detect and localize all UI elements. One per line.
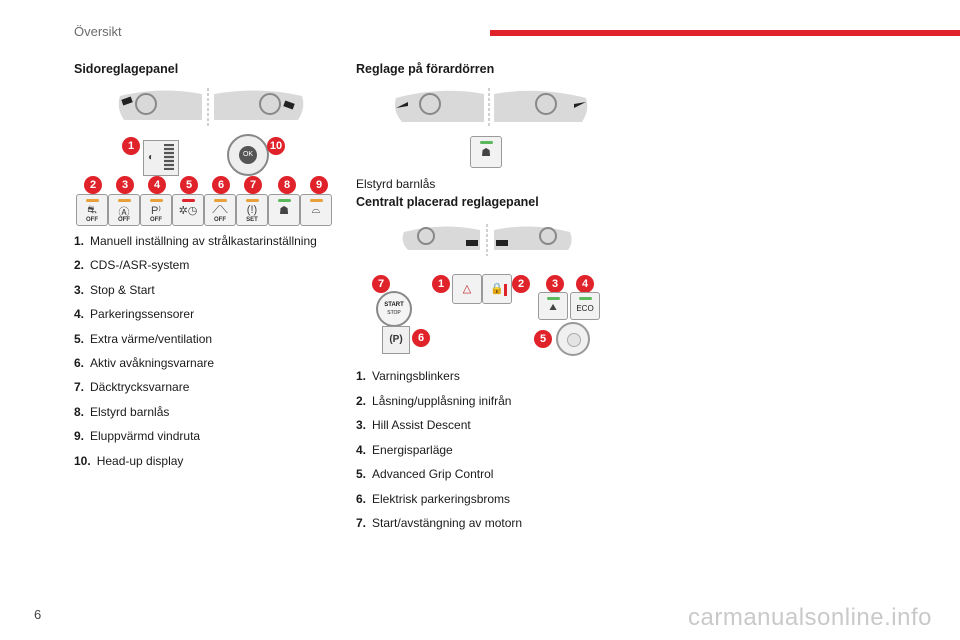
badge-6-central: 6 (412, 329, 430, 347)
hill-descent-button[interactable]: ⛰ (538, 292, 568, 320)
list-item: 1.Varningsblinkers (356, 369, 460, 383)
side-panel-list: 1.Manuell inställning av strålkastarinst… (74, 233, 344, 477)
list-item: 2.CDS-/ASR-system (74, 258, 190, 273)
dashboard-illustration-door (394, 88, 588, 128)
list-item: 3.Stop & Start (74, 282, 155, 297)
badge-1-central: 1 (432, 275, 450, 293)
hazard-button[interactable]: △ (452, 274, 482, 304)
badge-7-central: 7 (372, 275, 390, 293)
child-lock-icon: ☗ (481, 147, 491, 159)
child-lock-button[interactable]: ☗ (268, 194, 300, 226)
list-item: 7.Däcktrycksvarnare (74, 380, 190, 395)
central-panel-list: 1.Varningsblinkers 2.Låsning/upplåsning … (356, 368, 646, 540)
section-heading-central-panel: Centralt placerad reglagepanel (356, 195, 539, 209)
heating-timer-icon: ✲◷ (178, 205, 198, 217)
stop-start-button[interactable]: Ⓐ OFF (108, 194, 140, 226)
grip-control-dial[interactable] (556, 322, 590, 356)
badge-5-central: 5 (534, 330, 552, 348)
headlamp-adjuster: ◐ (143, 140, 179, 176)
start-stop-button[interactable]: START STOP (376, 291, 412, 327)
dashboard-illustration-side (118, 88, 304, 126)
list-item: 5.Advanced Grip Control (356, 467, 494, 481)
header-accent-bar (490, 30, 960, 36)
lane-departure-icon: ⟋⟍ (212, 204, 228, 216)
list-item: 2.Låsning/upplåsning inifrån (356, 393, 512, 408)
badge-2: 2 (84, 176, 102, 194)
list-item: 5.Extra värme/ventilation (74, 331, 213, 346)
list-item: 1.Manuell inställning av strålkastarinst… (74, 234, 317, 248)
list-item: 8.Elstyrd barnlås (74, 404, 170, 419)
badge-3-central: 3 (546, 275, 564, 293)
eco-button[interactable]: ECO (570, 292, 600, 320)
parking-brake-switch[interactable]: (P) (382, 326, 410, 354)
badge-8: 8 (278, 176, 296, 194)
steering-wheel-control: OK (227, 134, 269, 176)
page-number: 6 (34, 607, 42, 622)
heated-windscreen-icon: ⌓ (311, 204, 321, 216)
section-heading-side-panel: Sidoreglagepanel (74, 62, 179, 76)
badge-2-central: 2 (512, 275, 530, 293)
list-item: 4.Energisparläge (356, 442, 453, 457)
heated-windscreen-button[interactable]: ⌓ (300, 194, 332, 226)
badge-4-central: 4 (576, 275, 594, 293)
badge-4: 4 (148, 176, 166, 194)
cds-asr-button[interactable]: ⛐ OFF (76, 194, 108, 226)
badge-1: 1 (122, 137, 140, 155)
list-item: 6.Aktiv avåkningsvarnare (74, 355, 215, 370)
wheel-ok-label: OK (239, 146, 257, 164)
hazard-icon: △ (462, 283, 472, 295)
lane-departure-button[interactable]: ⟋⟍ OFF (204, 194, 236, 226)
grip-control-knob (567, 333, 581, 347)
list-item: 7.Start/avstängning av motorn (356, 516, 523, 530)
door-child-lock-button[interactable]: ☗ (470, 136, 502, 168)
watermark: carmanualsonline.info (688, 604, 932, 631)
parking-sensor-icon: P⁾ (150, 205, 162, 217)
stop-start-icon: Ⓐ (118, 207, 130, 219)
badge-7: 7 (244, 176, 262, 194)
badge-3: 3 (116, 176, 134, 194)
badge-6: 6 (212, 176, 230, 194)
tyre-pressure-button[interactable]: (!) SET (236, 194, 268, 226)
badge-10: 10 (267, 137, 285, 155)
parking-sensors-button[interactable]: P⁾ OFF (140, 194, 172, 226)
auxiliary-heating-button[interactable]: ✲◷ (172, 194, 204, 226)
list-item: 9.Eluppvärmd vindruta (74, 429, 201, 444)
tyre-pressure-icon: (!) (246, 204, 258, 216)
caption-child-lock: Elstyrd barnlås (356, 177, 436, 191)
child-lock-icon: ☗ (279, 205, 289, 217)
list-item: 3.Hill Assist Descent (356, 418, 471, 432)
section-heading-driver-door: Reglage på förardörren (356, 62, 495, 76)
list-item: 10.Head-up display (74, 453, 184, 468)
header-title: Översikt (74, 24, 122, 39)
list-item: 4.Parkeringssensorer (74, 307, 195, 322)
dashboard-illustration-central (402, 224, 572, 256)
badge-5: 5 (180, 176, 198, 194)
badge-9: 9 (310, 176, 328, 194)
lock-icon: 🔒 (490, 283, 504, 295)
list-item: 6.Elektrisk parkeringsbroms (356, 491, 511, 506)
central-lock-button[interactable]: 🔒 (482, 274, 512, 304)
car-skid-icon: ⛐ (87, 204, 97, 216)
hill-descent-icon: ⛰ (549, 302, 557, 312)
